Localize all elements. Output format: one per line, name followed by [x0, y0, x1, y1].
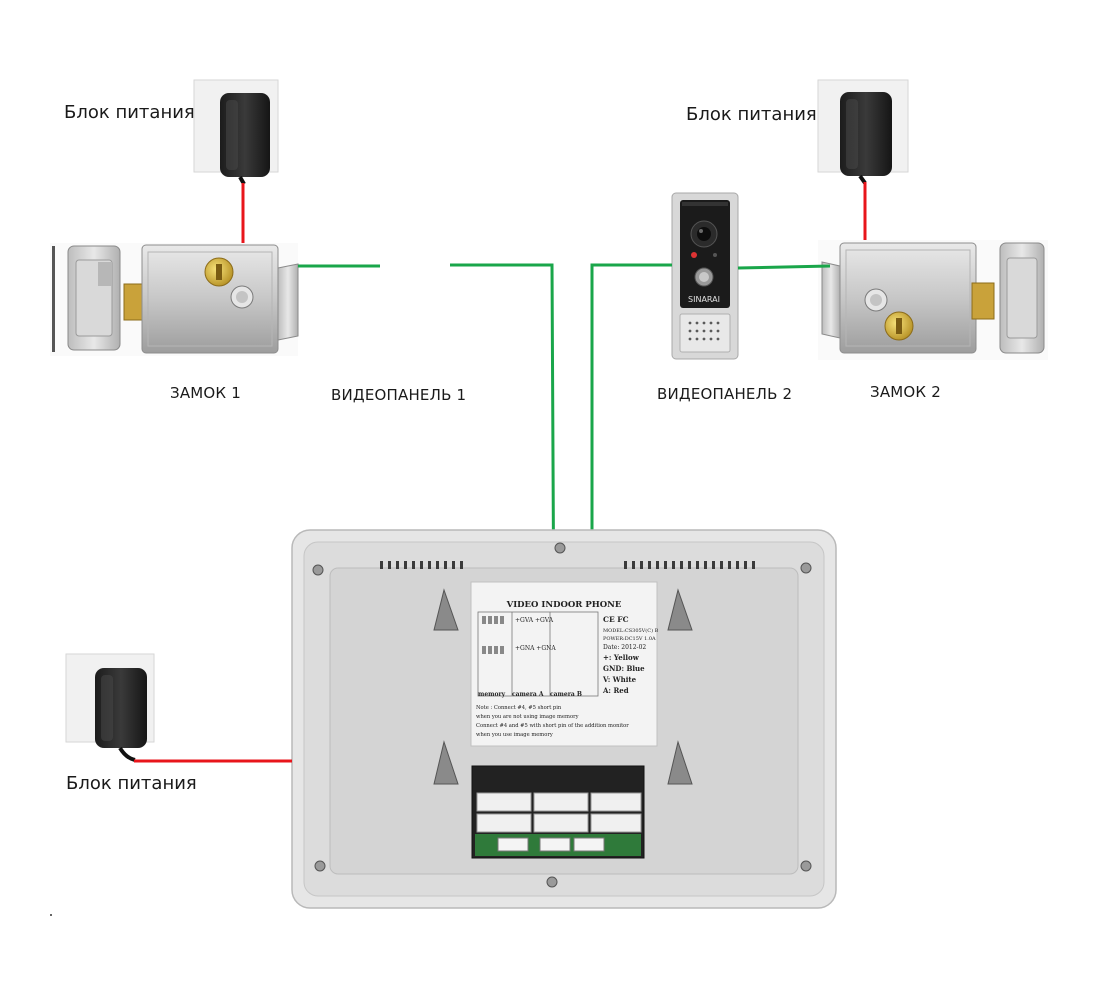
doorbell-brand: SINARAI — [688, 295, 720, 304]
sticker-terms-top: +GVA +GVA — [515, 617, 554, 624]
power-adapter-lock1 — [193, 79, 279, 185]
sticker-power: POWER:DC15V 1.0A — [603, 636, 656, 642]
power-adapter-monitor — [65, 653, 155, 762]
sticker-model: MODEL:CS305V(C) B — [603, 627, 659, 634]
label-video-panel-2: ВИДЕОПАНЕЛЬ 2 — [657, 385, 793, 403]
sticker-note-2: when you are not using image memory — [476, 714, 579, 720]
label-power-supply-monitor: Блок питания — [66, 773, 197, 794]
sticker-label-camera-b: camera B — [550, 691, 582, 698]
label-lock-2: ЗАМОК 2 — [870, 383, 941, 401]
video-doorbell-2: SINARAI — [671, 192, 739, 360]
wire-panel2-to-lock2 — [737, 264, 831, 270]
sticker-legend-1: +: Yellow — [603, 653, 640, 662]
sticker-legend-4: A: Red — [602, 686, 629, 695]
sticker-note-4: when you use image memory — [476, 732, 553, 738]
label-video-panel-1: ВИДЕОПАНЕЛЬ 1 — [331, 386, 467, 404]
sticker-note-1: Note : Connect #4, #5 short pin — [476, 705, 562, 711]
sticker-title: VIDEO INDOOR PHONE — [506, 600, 622, 610]
power-adapter-lock2 — [817, 79, 909, 185]
sticker-label-camera-a: camera A — [512, 691, 544, 698]
label-lock-1: ЗАМОК 1 — [170, 384, 241, 402]
label-power-supply-1: Блок питания — [64, 102, 195, 123]
sticker-cert: CE FC — [603, 615, 629, 624]
indoor-monitor: VIDEO INDOOR PHONE +GVA +GVA +GNA +GNA m… — [291, 529, 837, 909]
sticker-legend-2: GND: Blue — [603, 664, 645, 673]
sticker-date: Date: 2012-02 — [603, 644, 646, 651]
sticker-note-3: Connect #4 and #5 with short pin of the … — [476, 723, 629, 729]
lock-1 — [50, 243, 299, 356]
sticker-label-memory: memory — [478, 691, 506, 698]
lock-2 — [818, 240, 1048, 360]
sticker-terms-mid: +GNA +GNA — [515, 645, 556, 652]
sticker-legend-3: V: White — [602, 675, 637, 684]
label-power-supply-2: Блок питания — [686, 104, 817, 125]
